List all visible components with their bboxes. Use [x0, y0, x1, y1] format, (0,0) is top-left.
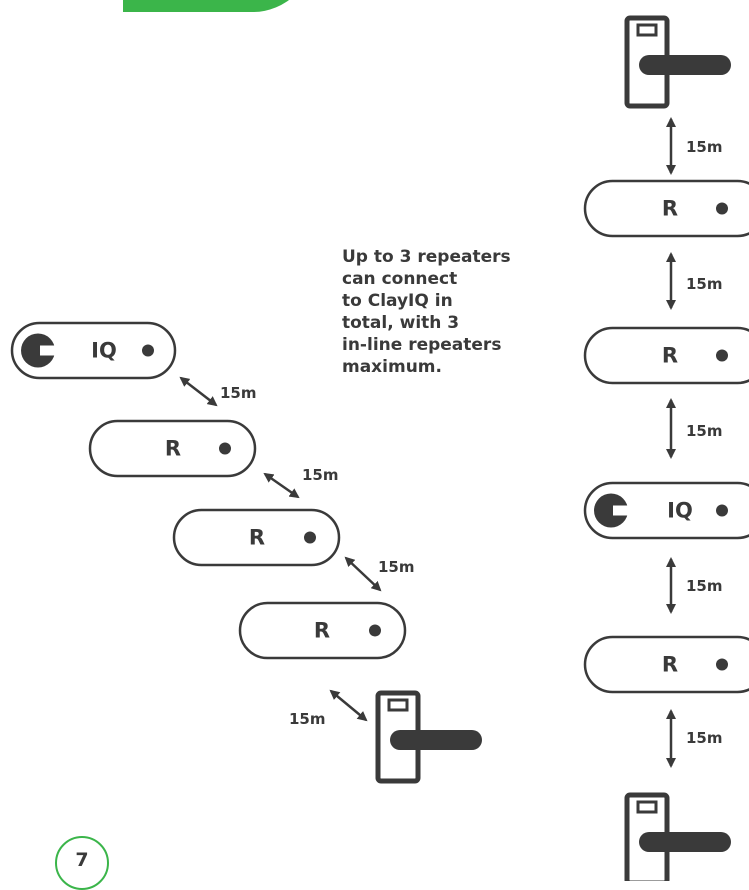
distance-marker: 15m — [344, 556, 415, 592]
distance-label: 15m — [686, 275, 723, 293]
distance-marker: 15m — [179, 376, 257, 407]
distance-label: 15m — [302, 466, 339, 484]
hub-label: IQ — [667, 499, 693, 523]
clay-c-logo-icon — [594, 493, 634, 528]
distance-label: 15m — [686, 577, 723, 595]
distance-marker: 15m — [666, 557, 723, 614]
repeater-unit: R — [583, 326, 749, 385]
clayiq-hub-unit: IQ — [10, 321, 177, 380]
repeater-label: R — [662, 344, 678, 368]
distance-marker: 15m — [666, 117, 723, 175]
distance-label: 15m — [289, 710, 326, 728]
status-dot-icon — [219, 442, 231, 455]
status-dot-icon — [716, 504, 728, 517]
status-dot-icon — [716, 658, 728, 671]
status-dot-icon — [369, 624, 381, 637]
door-handle-icon — [375, 690, 482, 784]
repeater-label: R — [662, 653, 678, 677]
status-dot-icon — [304, 531, 316, 544]
distance-marker: 15m — [289, 689, 368, 728]
double-arrow-icon — [344, 556, 382, 592]
distance-label: 15m — [220, 384, 257, 402]
door-handle-icon — [624, 792, 731, 881]
distance-label: 15m — [686, 422, 723, 440]
repeater-label: R — [662, 197, 678, 221]
top-green-tab — [123, 0, 313, 12]
repeater-unit: R — [88, 419, 257, 478]
distance-marker: 15m — [666, 252, 723, 310]
door-handle-icon — [624, 15, 731, 109]
distance-marker: 15m — [263, 466, 339, 499]
distance-label: 15m — [686, 138, 723, 156]
status-dot-icon — [716, 349, 728, 362]
repeater-label: R — [165, 437, 181, 461]
distance-label: 15m — [378, 558, 415, 576]
clayiq-hub-unit: IQ — [583, 481, 749, 540]
caption-text: Up to 3 repeaters can connect to ClayIQ … — [342, 247, 511, 377]
distance-label: 15m — [686, 729, 723, 747]
repeater-unit: R — [238, 601, 407, 660]
hub-label: IQ — [91, 339, 117, 363]
distance-marker: 15m — [666, 709, 723, 768]
double-arrow-icon — [263, 472, 300, 499]
page-number: 7 — [55, 836, 109, 890]
double-arrow-icon — [179, 376, 218, 407]
clay-c-logo-icon — [21, 333, 61, 368]
repeater-unit: R — [583, 179, 749, 238]
repeater-label: R — [314, 619, 330, 643]
repeater-unit: R — [583, 635, 749, 694]
status-dot-icon — [716, 202, 728, 215]
repeater-label: R — [249, 526, 265, 550]
repeater-unit: R — [172, 508, 341, 567]
double-arrow-icon — [329, 689, 368, 722]
distance-marker: 15m — [666, 398, 723, 459]
status-dot-icon — [142, 344, 154, 357]
